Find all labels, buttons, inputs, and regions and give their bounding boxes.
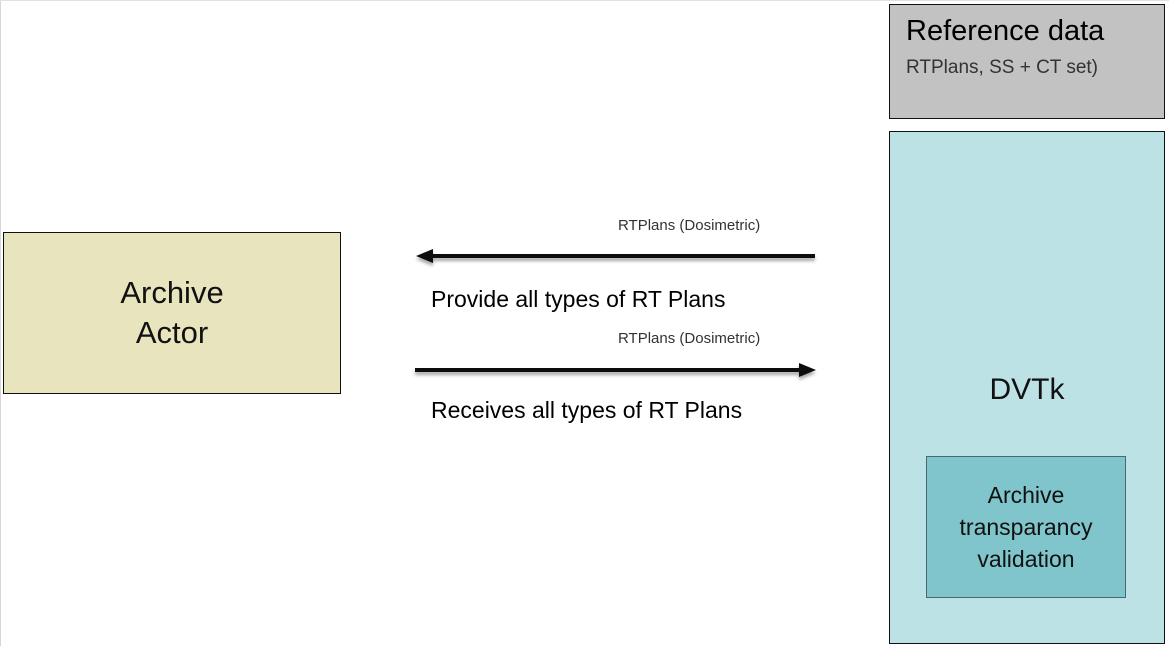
message-2-label: Receives all types of RT Plans bbox=[431, 397, 743, 423]
message-1-label: Provide all types of RT Plans bbox=[431, 286, 726, 312]
archive-actor-box: Archive Actor bbox=[3, 232, 341, 394]
reference-data-title: Reference data bbox=[906, 15, 1105, 47]
reference-data-box: Reference data RTPlans, SS + CT set) bbox=[889, 4, 1165, 119]
frame-border-left bbox=[0, 0, 1, 646]
provide-arrow bbox=[416, 249, 815, 263]
reference-data-subtitle: RTPlans, SS + CT set) bbox=[906, 57, 1099, 78]
dvtk-box: DVTk Archive transparancy validation bbox=[889, 131, 1165, 644]
archive-actor-label: Archive Actor bbox=[120, 275, 224, 350]
message-1-caption: RTPlans (Dosimetric) bbox=[618, 217, 761, 234]
message-2-caption: RTPlans (Dosimetric) bbox=[618, 330, 761, 347]
archive-transparancy-validation-label: Archive transparancy validation bbox=[959, 482, 1093, 572]
archive-transparancy-validation-box: Archive transparancy validation bbox=[926, 456, 1126, 598]
dvtk-label: DVTk bbox=[989, 373, 1065, 406]
receive-arrow bbox=[415, 363, 816, 377]
frame-border-top bbox=[0, 0, 1169, 1]
